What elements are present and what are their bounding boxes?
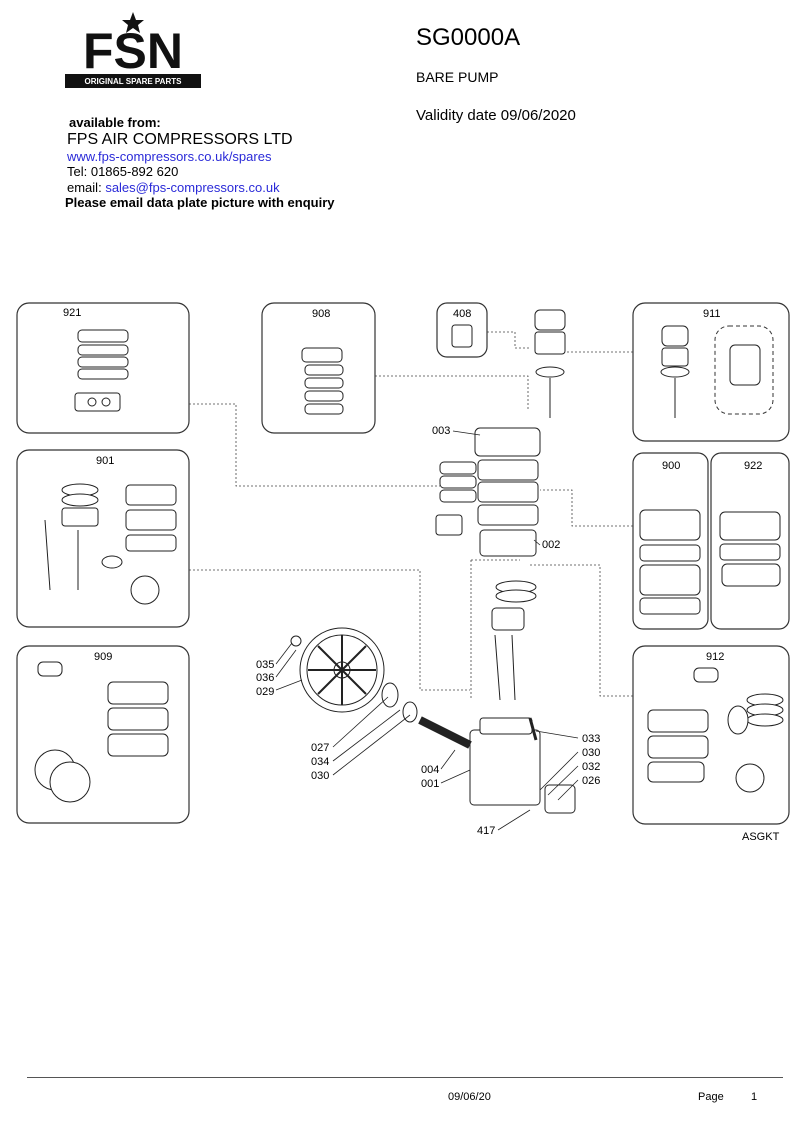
kit-408-label: 408 (453, 308, 471, 320)
kit-901-label: 901 (96, 455, 114, 467)
part-032: 032 (582, 761, 600, 773)
part-033: 033 (582, 733, 600, 745)
part-030-left: 030 (311, 770, 329, 782)
validity-date: Validity date 09/06/2020 (416, 107, 576, 124)
email-link[interactable]: sales@fps-compressors.co.uk (105, 180, 280, 195)
footer-page-number: 1 (751, 1091, 758, 1103)
kit-912[interactable]: 912 (632, 645, 790, 825)
part-002: 002 (542, 539, 560, 551)
logo-tagline: ORIGINAL SPARE PARTS (85, 77, 183, 86)
exploded-diagram: 921 908 408 911 (16, 302, 790, 843)
website-link[interactable]: www.fps-compressors.co.uk/spares (67, 149, 272, 164)
part-004: 004 (421, 764, 439, 776)
kit-911-label: 911 (703, 308, 721, 320)
kit-900[interactable]: 900 (632, 452, 709, 630)
connector-lines (189, 331, 633, 700)
star-icon (122, 12, 144, 33)
pump-assembly (290, 309, 576, 814)
available-from-label: available from: (69, 115, 161, 130)
kit-901[interactable]: 901 (16, 449, 190, 628)
company-name: FPS AIR COMPRESSORS LTD (67, 131, 293, 148)
kit-921-label: 921 (63, 307, 81, 319)
footer-divider (27, 1077, 783, 1078)
leader-lines (275, 430, 579, 831)
logo-text: FSN (83, 23, 183, 79)
footer-date: 09/06/20 (448, 1091, 491, 1103)
kit-911[interactable]: 911 (632, 302, 790, 442)
part-036: 036 (256, 672, 274, 684)
kit-921[interactable]: 921 (16, 302, 190, 434)
asgkt-label: ASGKT (742, 831, 780, 843)
kit-909-label: 909 (94, 651, 112, 663)
part-001: 001 (421, 778, 439, 790)
part-030-right: 030 (582, 747, 600, 759)
kit-909[interactable]: 909 (16, 645, 190, 824)
fsn-logo: FSN ORIGINAL SPARE PARTS (65, 12, 201, 88)
kit-908-label: 908 (312, 308, 330, 320)
enquiry-note: Please email data plate picture with enq… (65, 195, 335, 210)
part-003: 003 (432, 425, 450, 437)
kit-408[interactable]: 408 (436, 302, 488, 358)
email-label: email: (67, 180, 102, 195)
part-034: 034 (311, 756, 329, 768)
kit-912-label: 912 (706, 651, 724, 663)
part-417: 417 (477, 825, 495, 837)
document-code: SG0000A (416, 24, 521, 51)
part-029: 029 (256, 686, 274, 698)
part-026: 026 (582, 775, 600, 787)
footer-page-label: Page (698, 1091, 724, 1103)
part-035: 035 (256, 659, 274, 671)
kit-908[interactable]: 908 (261, 302, 376, 434)
kit-900-label: 900 (662, 460, 680, 472)
kit-922-label: 922 (744, 460, 762, 472)
logo-graphic: FSN ORIGINAL SPARE PARTS (65, 12, 201, 88)
telephone: Tel: 01865-892 620 (67, 164, 179, 179)
document-subtitle: BARE PUMP (416, 69, 499, 85)
email-line: email: sales@fps-compressors.co.uk (67, 180, 280, 195)
kit-922[interactable]: 922 (710, 452, 790, 630)
part-labels: 003 002 035 036 029 027 034 030 004 001 … (256, 425, 600, 837)
part-027: 027 (311, 742, 329, 754)
